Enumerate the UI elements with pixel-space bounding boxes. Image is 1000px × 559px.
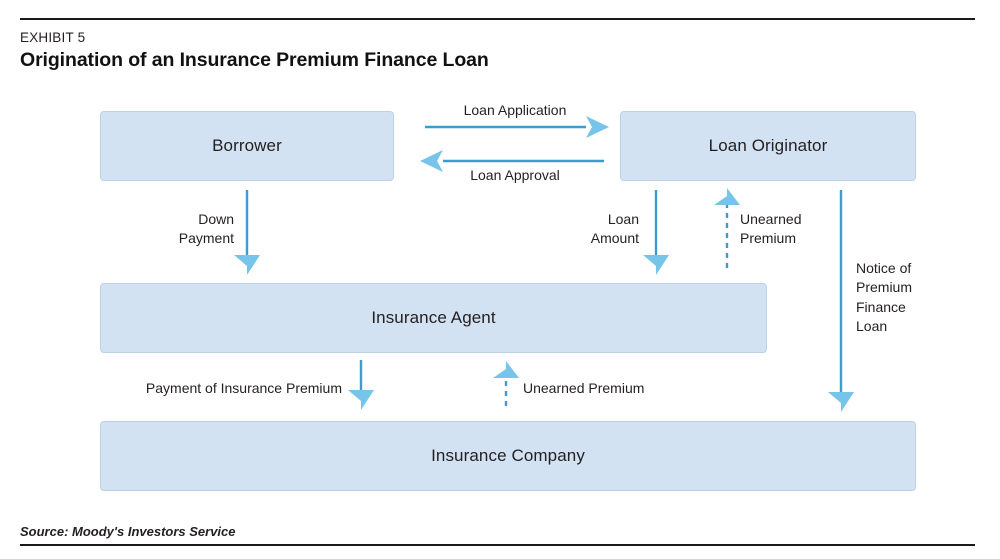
- edge-down-payment: [234, 190, 260, 275]
- edge-label-loan-amount: Loan Amount: [590, 211, 639, 247]
- node-borrower[interactable]: Borrower: [100, 111, 394, 181]
- header-rule: [20, 18, 975, 20]
- edge-unearned-premium-top: [714, 188, 740, 268]
- edge-loan-amount: [643, 190, 669, 275]
- exhibit-label: EXHIBIT 5: [20, 30, 86, 45]
- edge-label-loan-application: Loan Application: [463, 102, 567, 118]
- exhibit-title: Origination of an Insurance Premium Fina…: [20, 49, 489, 71]
- edge-unearned-premium-bottom: [493, 361, 519, 406]
- source-note: Source: Moody's Investors Service: [20, 524, 236, 539]
- node-loan-originator-label: Loan Originator: [708, 136, 828, 155]
- edge-label-unearned-premium-top: Unearned Premium: [740, 211, 802, 247]
- node-insurance-agent[interactable]: Insurance Agent: [100, 283, 767, 353]
- edge-label-unearned-premium-bottom: Unearned Premium: [523, 380, 645, 396]
- footer-rule: [20, 544, 975, 546]
- edge-label-down-payment: Down Payment: [178, 211, 234, 247]
- node-insurance-company[interactable]: Insurance Company: [100, 421, 916, 491]
- node-borrower-label: Borrower: [212, 136, 282, 155]
- edge-label-payment-of-insurance-premium: Payment of Insurance Premium: [145, 380, 342, 396]
- node-insurance-agent-label: Insurance Agent: [371, 308, 496, 327]
- node-insurance-company-label: Insurance Company: [431, 446, 585, 465]
- edge-label-notice-of-premium-finance-loan: Notice of Premium Finance Loan: [856, 260, 913, 334]
- edge-payment-of-insurance-premium: [348, 360, 374, 410]
- node-loan-originator[interactable]: Loan Originator: [620, 111, 916, 181]
- edge-label-loan-approval: Loan Approval: [470, 167, 560, 183]
